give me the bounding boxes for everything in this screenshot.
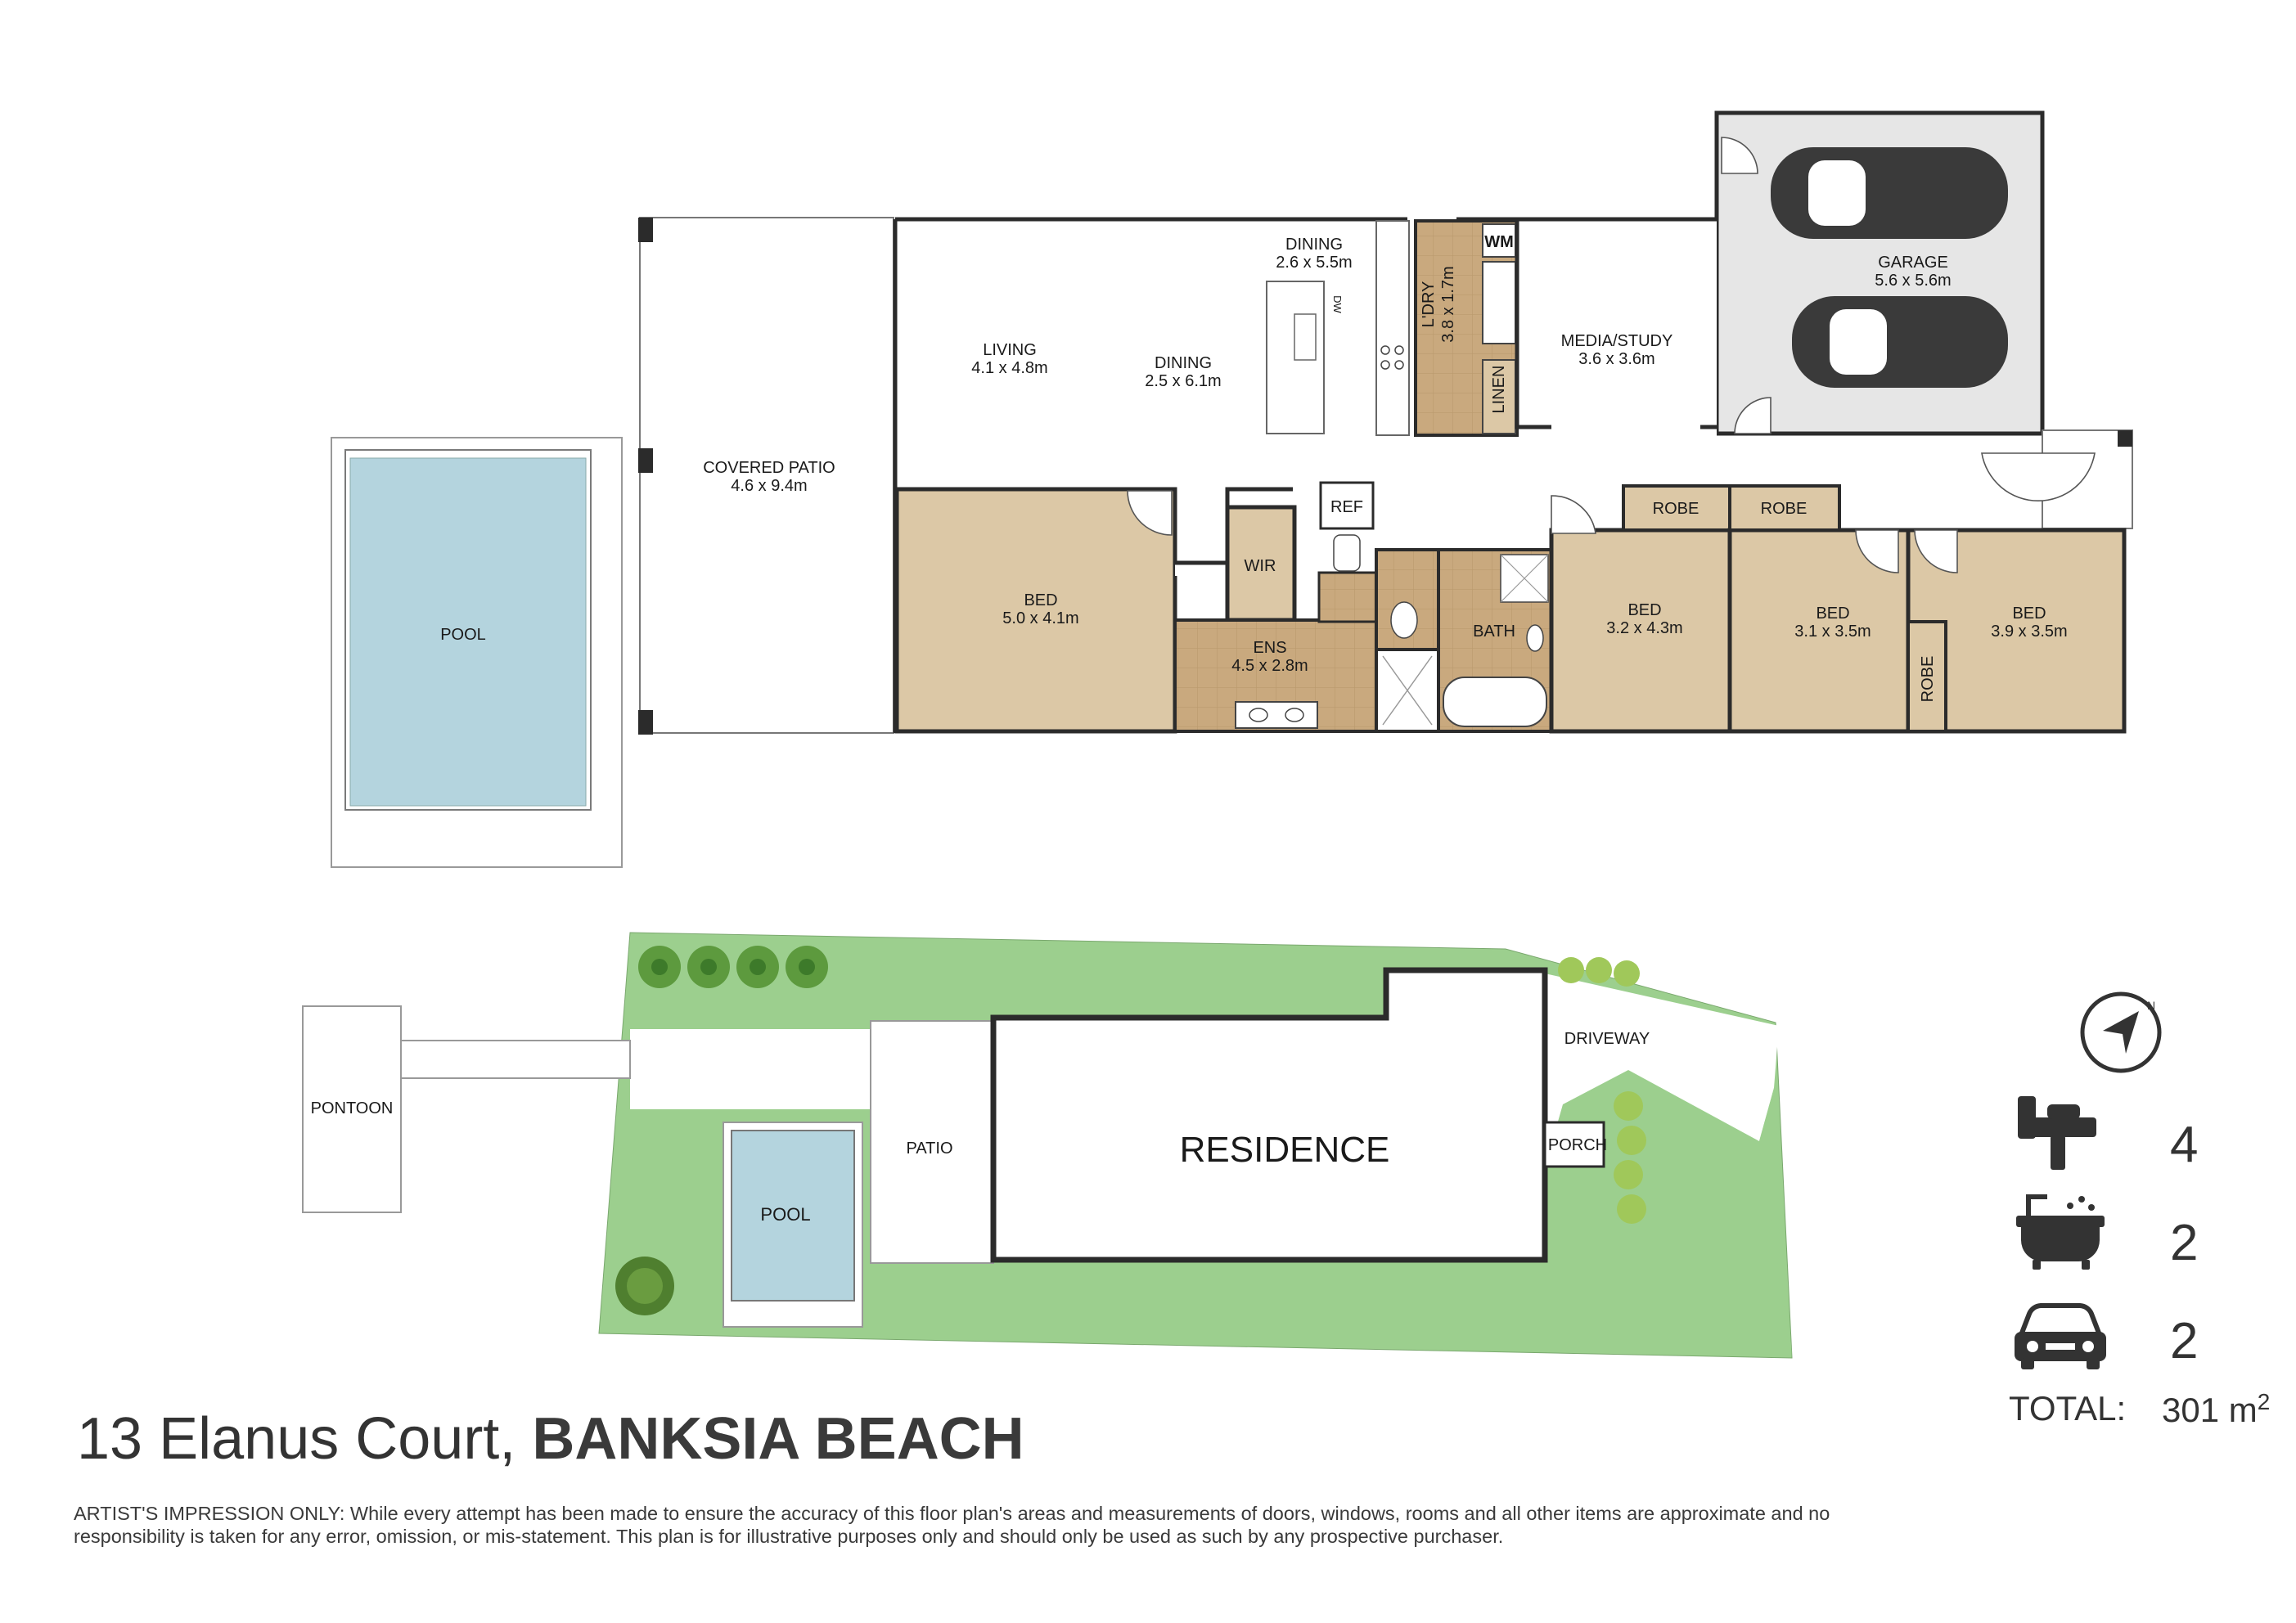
house-main: WM L'DRY 3.8 x 1.7m LINEN DW LIVING 4.1 … <box>893 110 2133 734</box>
bed-2-name: BED <box>1627 601 1661 619</box>
site-pool-label: POOL <box>760 1204 810 1225</box>
dining-a-name: DINING <box>1285 236 1343 254</box>
bath-icon <box>2016 1194 2105 1270</box>
bed-master-dims: 5.0 x 4.1m <box>1002 609 1078 627</box>
dining-b-name: DINING <box>1155 354 1212 372</box>
svg-text:N: N <box>2147 999 2155 1012</box>
total-area-value: 301 m2 <box>2162 1389 2270 1430</box>
driveway-label: DRIVEWAY <box>1564 1030 1650 1048</box>
laundry-name: L'DRY <box>1420 281 1438 328</box>
ens-name: ENS <box>1253 639 1286 657</box>
bed-3-name: BED <box>1816 605 1849 623</box>
pool-top: POOL <box>331 437 623 868</box>
living-name: LIVING <box>983 341 1037 359</box>
media-name: MEDIA/STUDY <box>1561 332 1673 350</box>
robe-3-label: ROBE <box>1919 656 1937 703</box>
wir-label: WIR <box>1245 557 1276 575</box>
porch-label: PORCH <box>1548 1136 1607 1154</box>
address-suburb: BANKSIA BEACH <box>532 1406 1024 1472</box>
property-address: 13 Elanus Court, BANKSIA BEACH <box>77 1405 1024 1472</box>
robe-1-label: ROBE <box>1653 500 1699 518</box>
car-top-icon <box>1771 147 2008 388</box>
address-street: 13 Elanus Court, <box>77 1406 516 1472</box>
covered-patio-dims: 4.6 x 9.4m <box>731 477 807 495</box>
robe-2-label: ROBE <box>1761 500 1808 518</box>
residence-label: RESIDENCE <box>1180 1130 1390 1170</box>
living-dims: 4.1 x 4.8m <box>971 359 1047 377</box>
covered-patio: COVERED PATIO 4.6 x 9.4m <box>638 217 894 735</box>
garage-name: GARAGE <box>1878 254 1948 272</box>
compass-icon: N <box>2080 991 2162 1073</box>
bed-2-dims: 3.2 x 4.3m <box>1606 619 1682 637</box>
bed-4-name: BED <box>2012 605 2046 623</box>
beds-count: 4 <box>2170 1117 2199 1173</box>
bed-icon <box>2018 1096 2096 1170</box>
disclaimer-text: ARTIST'S IMPRESSION ONLY: While every at… <box>74 1503 1830 1547</box>
covered-patio-name: COVERED PATIO <box>703 459 835 477</box>
laundry-dims: 3.8 x 1.7m <box>1439 266 1457 342</box>
ens-dims: 4.5 x 2.8m <box>1231 657 1308 675</box>
ref-label: REF <box>1330 498 1363 516</box>
tree-icons <box>615 946 1646 1315</box>
dining-b-dims: 2.5 x 6.1m <box>1145 372 1221 390</box>
bed-master-name: BED <box>1024 591 1057 609</box>
dw-label: DW <box>1331 295 1344 313</box>
pontoon-label: PONTOON <box>311 1099 394 1117</box>
total-area-label: TOTAL: <box>2009 1389 2127 1427</box>
bath-label: BATH <box>1473 623 1515 641</box>
wm-label: WM <box>1484 233 1514 251</box>
pool-top-label: POOL <box>440 626 486 644</box>
cars-count: 2 <box>2170 1313 2199 1369</box>
garage-dims: 5.6 x 5.6m <box>1875 272 1951 290</box>
site-patio-label: PATIO <box>906 1140 952 1158</box>
bed-3-dims: 3.1 x 3.5m <box>1794 623 1871 641</box>
car-icon <box>2015 1303 2106 1369</box>
total-area-unit-sup: 2 <box>2257 1389 2271 1414</box>
total-area-number: 301 m <box>2162 1391 2258 1429</box>
media-dims: 3.6 x 3.6m <box>1578 350 1654 368</box>
bed-4-dims: 3.9 x 3.5m <box>1991 623 2067 641</box>
linen-label: LINEN <box>1490 366 1508 414</box>
dining-a-dims: 2.6 x 5.5m <box>1276 254 1352 272</box>
baths-count: 2 <box>2170 1215 2199 1271</box>
site-plan: PONTOON PATIO POOL RESIDENCE DRIVEWAY PO… <box>302 932 1793 1359</box>
